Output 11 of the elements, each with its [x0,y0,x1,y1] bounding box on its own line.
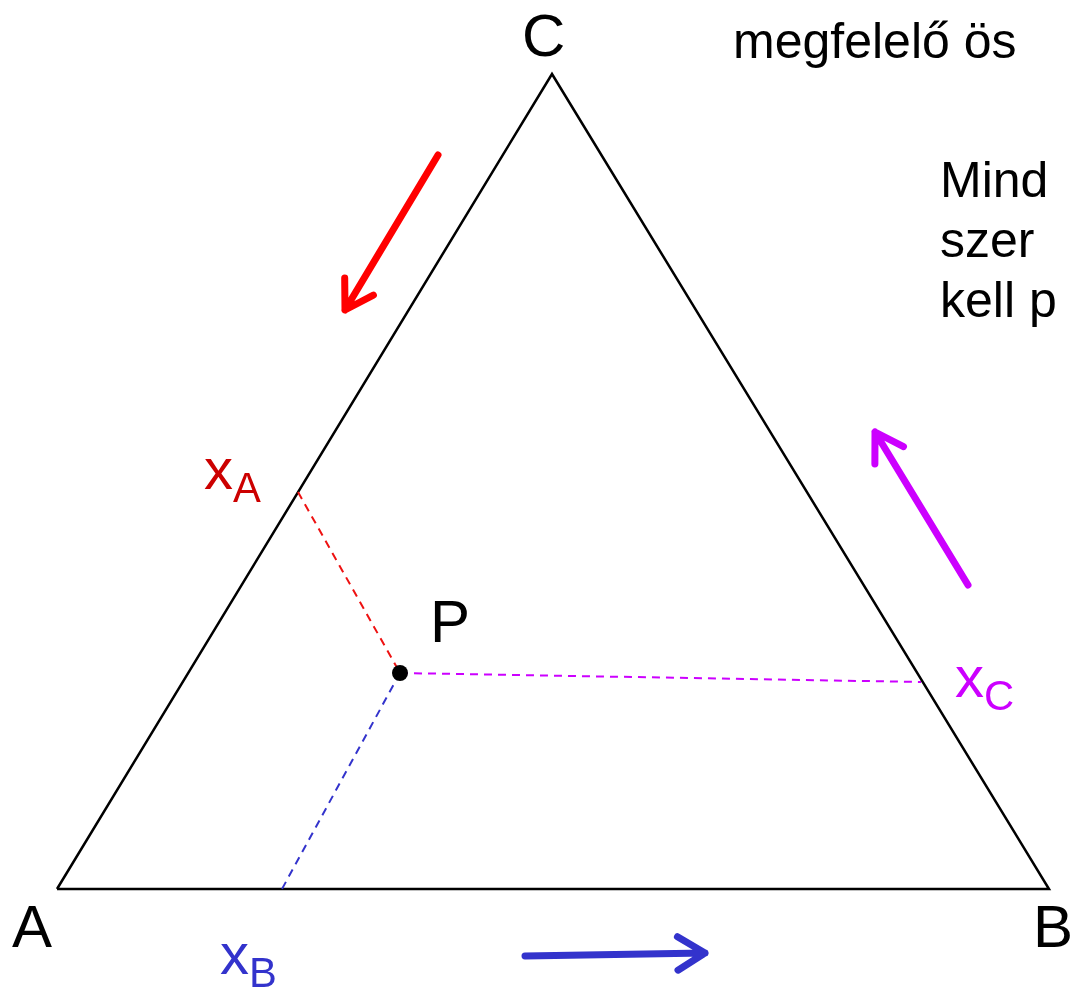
text-line: Mind [940,155,1049,205]
axis-label: x$_{A}$ [204,440,261,509]
axis-label: x$_{B}$ [220,925,277,992]
axis-label: x$_{C}$ [955,648,1015,717]
vertex-label: B [1033,897,1074,957]
vertex-label: C [522,6,566,66]
point-label: P [430,592,471,652]
text-line: megfelelő ös [733,16,1017,66]
text-line: szer [940,215,1035,265]
text-line: kell p [940,275,1057,325]
vertex-label: A [12,897,53,957]
